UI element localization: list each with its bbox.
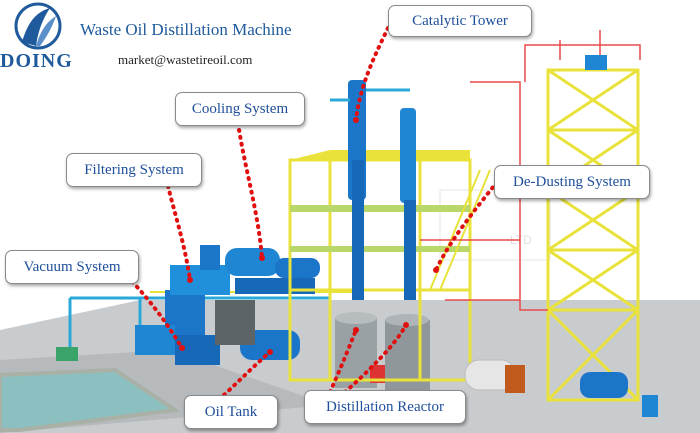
- label-vacuum-system: Vacuum System: [5, 250, 139, 284]
- water-pool: [0, 367, 181, 432]
- logo-text: DOING: [0, 50, 73, 72]
- contact-email[interactable]: market@wastetireoil.com: [118, 52, 253, 67]
- company-logo-icon: [14, 2, 62, 50]
- dedusting-tower: [546, 68, 640, 402]
- label-oil-tank: Oil Tank: [184, 395, 278, 429]
- label-distillation-reactor: Distillation Reactor: [304, 390, 466, 424]
- page-title: Waste Oil Distillation Machine: [80, 20, 292, 39]
- pump: [56, 347, 78, 361]
- label-de-dusting-system: De-Dusting System: [494, 165, 650, 199]
- label-filtering-system: Filtering System: [66, 153, 202, 187]
- watermark: LTD: [510, 233, 532, 247]
- label-catalytic-tower: Catalytic Tower: [388, 5, 532, 37]
- label-cooling-system: Cooling System: [175, 92, 305, 126]
